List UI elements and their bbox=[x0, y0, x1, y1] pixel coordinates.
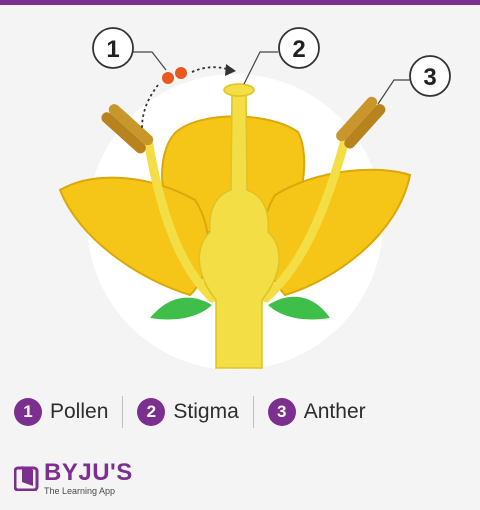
legend-item-pollen: 1 Pollen bbox=[14, 398, 108, 426]
callout-2: 2 bbox=[279, 28, 319, 68]
legend-divider bbox=[122, 396, 123, 428]
pollen-grain bbox=[162, 72, 174, 84]
svg-text:2: 2 bbox=[292, 36, 305, 63]
legend-item-anther: 3 Anther bbox=[268, 398, 366, 426]
legend: 1 Pollen 2 Stigma 3 Anther bbox=[14, 394, 366, 430]
legend-number-badge: 2 bbox=[137, 398, 165, 426]
logo-tagline: The Learning App bbox=[44, 487, 133, 496]
callout-3-leader bbox=[378, 80, 410, 104]
callout-1-leader bbox=[133, 52, 166, 70]
legend-label: Pollen bbox=[50, 400, 108, 424]
logo-name: BYJU'S bbox=[44, 461, 133, 485]
legend-number-badge: 3 bbox=[268, 398, 296, 426]
legend-item-stigma: 2 Stigma bbox=[137, 398, 238, 426]
legend-label: Stigma bbox=[173, 400, 238, 424]
svg-text:1: 1 bbox=[106, 36, 119, 63]
logo-mark-icon bbox=[14, 465, 40, 491]
legend-number-badge: 1 bbox=[14, 398, 42, 426]
byjus-logo: BYJU'S The Learning App bbox=[14, 458, 133, 498]
svg-text:3: 3 bbox=[423, 64, 436, 91]
legend-label: Anther bbox=[304, 400, 366, 424]
pollen-grain bbox=[175, 67, 187, 79]
legend-divider bbox=[253, 396, 254, 428]
callout-1: 1 bbox=[93, 28, 133, 68]
stigma bbox=[224, 84, 254, 96]
pollen-path-arrow bbox=[192, 67, 230, 72]
flower-diagram: 1 2 3 bbox=[0, 5, 480, 380]
callout-3: 3 bbox=[410, 56, 450, 96]
